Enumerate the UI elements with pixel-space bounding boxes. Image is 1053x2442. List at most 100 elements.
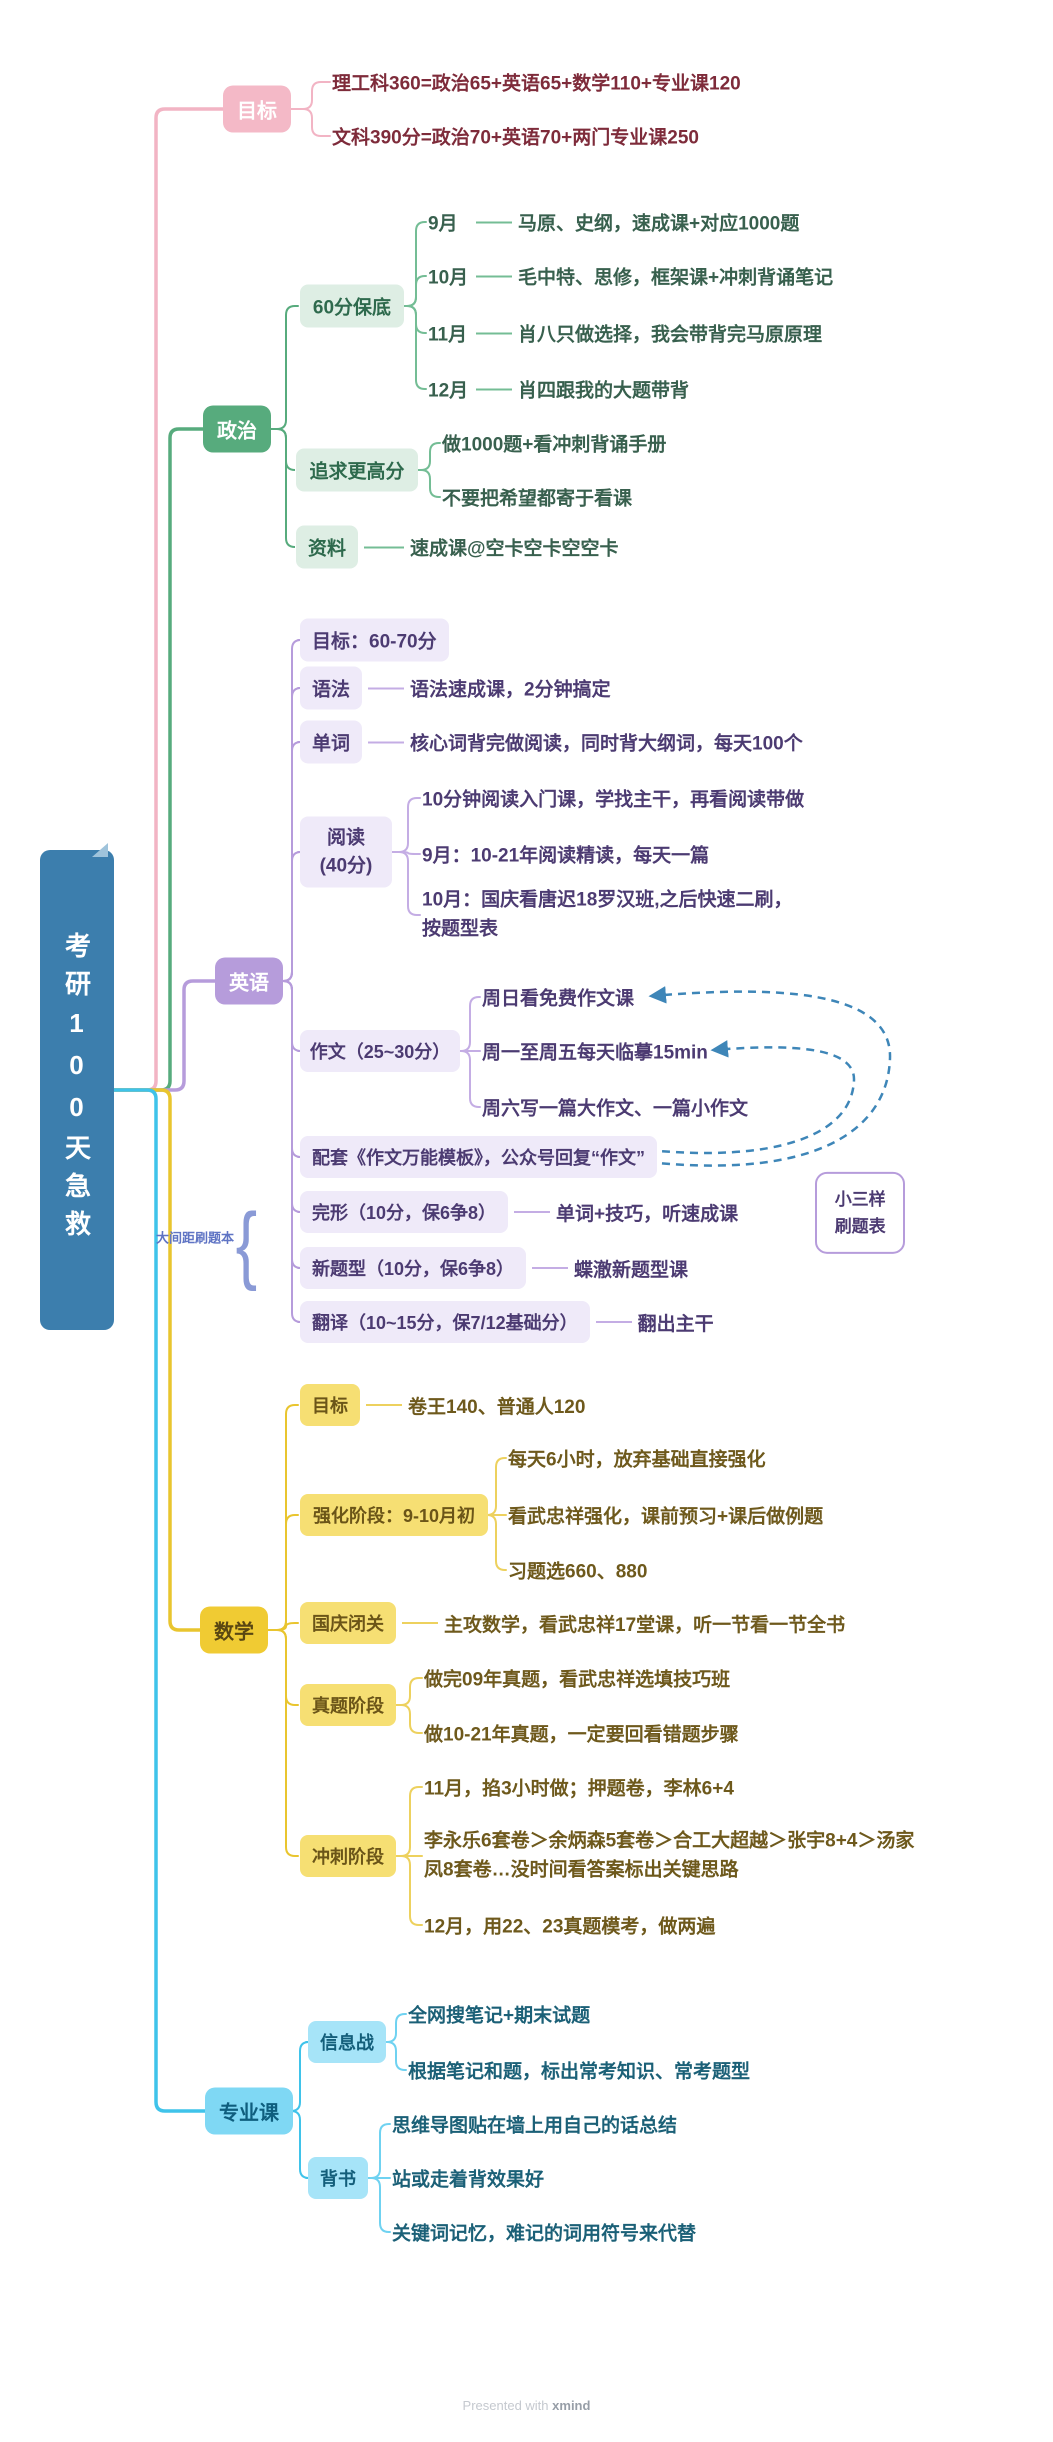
month-task: 肖四跟我的大题带背 — [518, 380, 690, 402]
cloze-text: 单词+技巧，听速成课 — [556, 1203, 739, 1225]
past-papers-child[interactable]: 做10-21年真题，一定要回看错题步骤 — [424, 1724, 739, 1746]
topic-60-baseline[interactable]: 60分保底 — [300, 284, 404, 328]
topic-sprint[interactable]: 冲刺阶段 — [300, 1835, 396, 1877]
topic-intensify[interactable]: 强化阶段：9-10月初 — [300, 1494, 488, 1536]
topic-translation-row[interactable]: 翻译（10~15分，保7/12基础分） 翻出主干 — [300, 1301, 714, 1343]
topic-info-war-label: 信息战 — [320, 2033, 374, 2053]
topic-higher-score[interactable]: 追求更高分 — [296, 448, 418, 492]
info-war-child[interactable]: 根据笔记和题，标出常考知识、常考题型 — [408, 2061, 751, 2083]
topic-past-papers[interactable]: 真题阶段 — [300, 1684, 396, 1726]
writing-child[interactable]: 周一至周五每天临摹15min — [482, 1042, 708, 1064]
goal-child-liberal[interactable]: 文科390分=政治70+英语70+两门专业课250 — [332, 127, 699, 149]
intensify-child[interactable]: 每天6小时，放弃基础直接强化 — [508, 1449, 766, 1471]
politics-month-row[interactable]: 9月 马原、史纲，速成课+对应1000题 — [428, 209, 799, 236]
dash-connector — [476, 332, 512, 334]
topic-writing-template[interactable]: 配套《作文万能模板》，公众号回复“作文” — [300, 1136, 657, 1178]
writing-child[interactable]: 周六写一篇大作文、一篇小作文 — [482, 1098, 749, 1120]
topic-reading-label: 阅读 — [326, 827, 365, 849]
branch-major[interactable]: 专业课 — [205, 2087, 293, 2135]
national-day-text: 主攻数学，看武忠祥17堂课，听一节看一节全书 — [444, 1614, 846, 1636]
month-label: 12月 — [428, 380, 469, 402]
topic-writing-template-label: 配套《作文万能模板》，公众号回复“作文” — [312, 1148, 645, 1168]
floating-topic-small-three[interactable]: 小三样刷题表 — [815, 1171, 906, 1255]
politics-month-row[interactable]: 10月 毛中特、思修，框架课+冲刺背诵笔记 — [428, 263, 833, 290]
topic-cloze[interactable]: 完形（10分，保6争8） — [300, 1191, 509, 1233]
topic-intensify-label: 强化阶段：9-10月初 — [312, 1506, 476, 1526]
higher-child[interactable]: 做1000题+看冲刺背诵手册 — [442, 434, 667, 456]
branch-english-label: 英语 — [229, 972, 269, 995]
dash-connector — [402, 1622, 438, 1624]
dash-connector — [595, 1321, 632, 1323]
root-topic-label: 考研100天急救 — [61, 932, 92, 1248]
topic-math-goal-row[interactable]: 目标 卷王140、普通人120 — [300, 1384, 585, 1426]
intensify-child[interactable]: 看武忠祥强化，课前预习+课后做例题 — [508, 1506, 824, 1528]
branch-politics-label: 政治 — [217, 420, 257, 443]
root-topic[interactable]: 考研100天急救 — [40, 843, 114, 1330]
branch-goal-label: 目标 — [237, 100, 277, 123]
info-war-child[interactable]: 全网搜笔记+期末试题 — [408, 2005, 591, 2027]
recite-child[interactable]: 关键词记忆，难记的词用符号来代替 — [392, 2223, 697, 2245]
topic-materials[interactable]: 资料 — [296, 525, 358, 569]
topic-cloze-label: 完形（10分，保6争8） — [312, 1203, 497, 1223]
intensify-child[interactable]: 习题选660、880 — [508, 1561, 648, 1583]
sprint-child[interactable]: 李永乐6套卷＞余炳森5套卷＞合工大超越＞张宇8+4＞汤家凤8套卷…没时间看答案标… — [424, 1830, 915, 1881]
topic-recite[interactable]: 背书 — [308, 2157, 368, 2199]
topic-grammar-row[interactable]: 语法 语法速成课，2分钟搞定 — [300, 666, 611, 710]
topic-newtype-label: 新题型（10分，保6争8） — [312, 1259, 515, 1279]
brace-icon: { — [235, 1196, 258, 1292]
grammar-text: 语法速成课，2分钟搞定 — [410, 679, 611, 701]
branch-goal[interactable]: 目标 — [223, 85, 291, 133]
branch-math[interactable]: 数学 — [200, 1606, 268, 1654]
topic-info-war[interactable]: 信息战 — [308, 2021, 386, 2063]
month-label: 11月 — [428, 324, 468, 346]
topic-writing-label: 作文（25~30分） — [309, 1042, 451, 1062]
topic-national-day-row[interactable]: 国庆闭关 主攻数学，看武忠祥17堂课，听一节看一节全书 — [300, 1602, 845, 1644]
topic-national-day[interactable]: 国庆闭关 — [300, 1602, 396, 1644]
callout-spaced-notebook[interactable]: 大间距刷题本 — [155, 1230, 234, 1246]
topic-translation[interactable]: 翻译（10~15分，保7/12基础分） — [300, 1301, 590, 1343]
topic-writing[interactable]: 作文（25~30分） — [300, 1030, 460, 1072]
branch-politics[interactable]: 政治 — [203, 405, 271, 453]
month-task: 马原、史纲，速成课+对应1000题 — [518, 213, 800, 235]
topic-grammar[interactable]: 语法 — [300, 666, 363, 710]
topic-national-day-label: 国庆闭关 — [312, 1614, 384, 1634]
recite-child[interactable]: 站或走着背效果好 — [392, 2169, 545, 2191]
branch-math-label: 数学 — [214, 1621, 254, 1644]
politics-month-row[interactable]: 12月 肖四跟我的大题带背 — [428, 376, 689, 403]
dash-connector — [476, 388, 512, 390]
topic-newtype-row[interactable]: 新题型（10分，保6争8） 蝶澈新题型课 — [300, 1247, 688, 1289]
dash-connector — [514, 1211, 551, 1213]
sprint-child[interactable]: 11月，掐3小时做；押题卷，李林6+4 — [424, 1778, 734, 1800]
topic-recite-label: 背书 — [320, 2169, 356, 2189]
math-goal-text: 卷王140、普通人120 — [408, 1396, 586, 1418]
topic-words[interactable]: 单词 — [300, 720, 363, 764]
past-papers-child[interactable]: 做完09年真题，看武忠祥选填技巧班 — [424, 1669, 731, 1691]
topic-words-row[interactable]: 单词 核心词背完做阅读，同时背大纲词，每天100个 — [300, 720, 803, 764]
goal-child-science[interactable]: 理工科360=政治65+英语65+数学110+专业课120 — [332, 73, 741, 95]
recite-child[interactable]: 思维导图贴在墙上用自己的话总结 — [392, 2115, 678, 2137]
higher-child[interactable]: 不要把希望都寄于看课 — [442, 488, 633, 510]
topic-reading[interactable]: 阅读 (40分) — [300, 816, 392, 888]
topic-english-goal[interactable]: 目标：60-70分 — [300, 618, 449, 662]
topic-newtype[interactable]: 新题型（10分，保6争8） — [300, 1247, 527, 1289]
topic-materials-row[interactable]: 资料 速成课@空卡空卡空空卡 — [296, 525, 619, 569]
topic-cloze-row[interactable]: 完形（10分，保6争8） 单词+技巧，听速成课 — [300, 1191, 738, 1233]
dash-connector — [476, 221, 512, 223]
month-task: 毛中特、思修，框架课+冲刺背诵笔记 — [518, 267, 834, 289]
dash-connector — [532, 1267, 569, 1269]
branch-english[interactable]: 英语 — [215, 957, 283, 1005]
topic-past-papers-label: 真题阶段 — [312, 1696, 384, 1716]
footer: Presented with xmind — [0, 2398, 1053, 2413]
writing-child[interactable]: 周日看免费作文课 — [482, 988, 635, 1010]
sprint-child[interactable]: 12月，用22、23真题模考，做两遍 — [424, 1916, 716, 1938]
dash-connector — [476, 275, 512, 277]
translation-text: 翻出主干 — [637, 1313, 714, 1335]
topic-math-goal[interactable]: 目标 — [300, 1384, 360, 1426]
reading-child[interactable]: 10月：国庆看唐迟18罗汉班,之后快速二刷，按题型表 — [422, 889, 793, 940]
topic-translation-label: 翻译（10~15分，保7/12基础分） — [312, 1313, 578, 1333]
reading-child[interactable]: 9月：10-21年阅读精读，每天一篇 — [422, 845, 710, 867]
politics-month-row[interactable]: 11月 肖八只做选择，我会带背完马原原理 — [428, 320, 822, 347]
reading-child[interactable]: 10分钟阅读入门课，学找主干，再看阅读带做 — [422, 789, 805, 811]
words-text: 核心词背完做阅读，同时背大纲词，每天100个 — [410, 733, 803, 755]
